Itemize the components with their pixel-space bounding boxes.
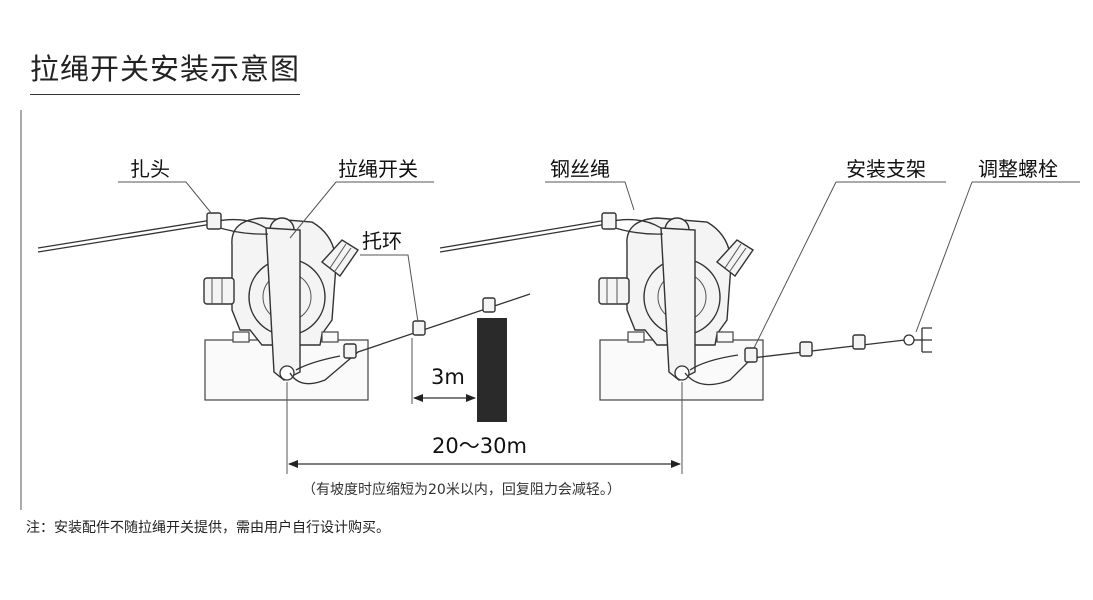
bracket-clamp	[744, 347, 758, 363]
rope-left-anchor	[37, 212, 269, 253]
dim-ring-spacing: 3m	[431, 365, 465, 389]
slope-note: （有坡度时应缩短为20米以内，回复阻力会减轻。）	[302, 481, 621, 498]
title-underline	[30, 94, 300, 95]
label-adjust-bolt: 调整螺栓	[978, 157, 1058, 181]
label-cable-clamp: 扎头	[130, 157, 170, 181]
rope-left-span	[289, 293, 531, 385]
label-steel-rope: 钢丝绳	[550, 157, 610, 181]
rope-right-lower	[684, 327, 932, 386]
label-support-ring: 托环	[362, 229, 402, 253]
adjust-bolt-eye	[903, 334, 915, 346]
rope-right-upper	[439, 212, 664, 253]
adjust-bolt	[921, 327, 932, 353]
pull-switch-right	[598, 217, 764, 401]
pull-switch-left	[203, 217, 369, 401]
cable-gland-right	[598, 277, 630, 305]
cable-clamp-right	[601, 212, 617, 230]
support-post	[477, 318, 507, 422]
cable-gland-left	[203, 277, 235, 305]
support-ring-2	[482, 297, 496, 313]
rope-clamp-r1	[799, 341, 813, 357]
cable-clamp-left	[206, 212, 222, 230]
support-ring-1	[412, 320, 426, 336]
leader-lines	[118, 181, 1080, 349]
page-title: 拉绳开关安装示意图	[30, 52, 301, 86]
dim-switch-spacing: 20～30m	[432, 434, 527, 458]
dimension-ring-spacing: 3m	[411, 338, 476, 404]
dimension-switch-spacing: 20～30m （有坡度时应缩短为20米以内，回复阻力会减轻。）	[286, 382, 683, 498]
label-mount-bracket: 安装支架	[846, 157, 926, 181]
rope-clamp-left	[343, 343, 357, 359]
footnote: 注：安装配件不随拉绳开关提供，需由用户自行设计购买。	[26, 520, 390, 536]
label-pull-switch: 拉绳开关	[338, 157, 418, 181]
rope-clamp-r2	[852, 334, 866, 350]
